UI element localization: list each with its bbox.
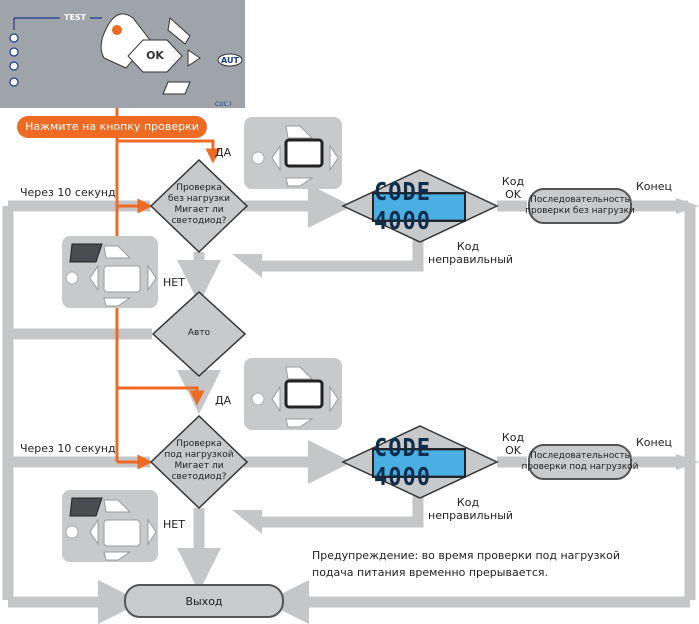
decision-check-noload: Проверка без нагрузки Мигает ли светодио… (168, 183, 230, 226)
no-label-2: НЕТ (163, 518, 185, 531)
lcd-code-display-1: CODE 4000 (372, 178, 466, 236)
timeout-label-2: Через 10 секунд (20, 442, 116, 455)
sequence-load: Последовательность проверки под нагрузко… (521, 444, 639, 480)
code-wrong-label-1: Код неправильный (428, 240, 514, 266)
aut-badge: AUT (221, 56, 239, 65)
lcd-code-display-2: CODE 4000 (372, 434, 466, 492)
decision-check-load: Проверка под нагрузкой Мигает ли светоди… (164, 439, 234, 482)
yes-label-1: ДА (215, 146, 232, 159)
exit-terminal: Выход (124, 584, 284, 618)
decision-auto: Авто (187, 328, 211, 338)
yes-label-2: ДА (215, 394, 232, 407)
end-label-2: Конец (636, 436, 672, 449)
ok-button[interactable]: OK (146, 49, 164, 62)
timeout-label-1: Через 10 секунд (20, 186, 116, 199)
sequence-noload: Последовательность проверки без нагрузки (525, 188, 635, 224)
code-ok-label-2: Код OK (501, 431, 525, 457)
code-ok-label-1: Код OK (501, 175, 525, 201)
press-test-button-callout: Нажмите на кнопку проверки (17, 116, 207, 138)
cuc-label: CUC I (215, 101, 232, 108)
end-label-1: Конец (636, 180, 672, 193)
test-label: TEST (64, 13, 87, 22)
warning-text: Предупреждение: во время проверки под на… (312, 549, 621, 579)
code-wrong-label-2: Код неправильный (428, 496, 514, 522)
no-label-1: НЕТ (163, 276, 185, 289)
